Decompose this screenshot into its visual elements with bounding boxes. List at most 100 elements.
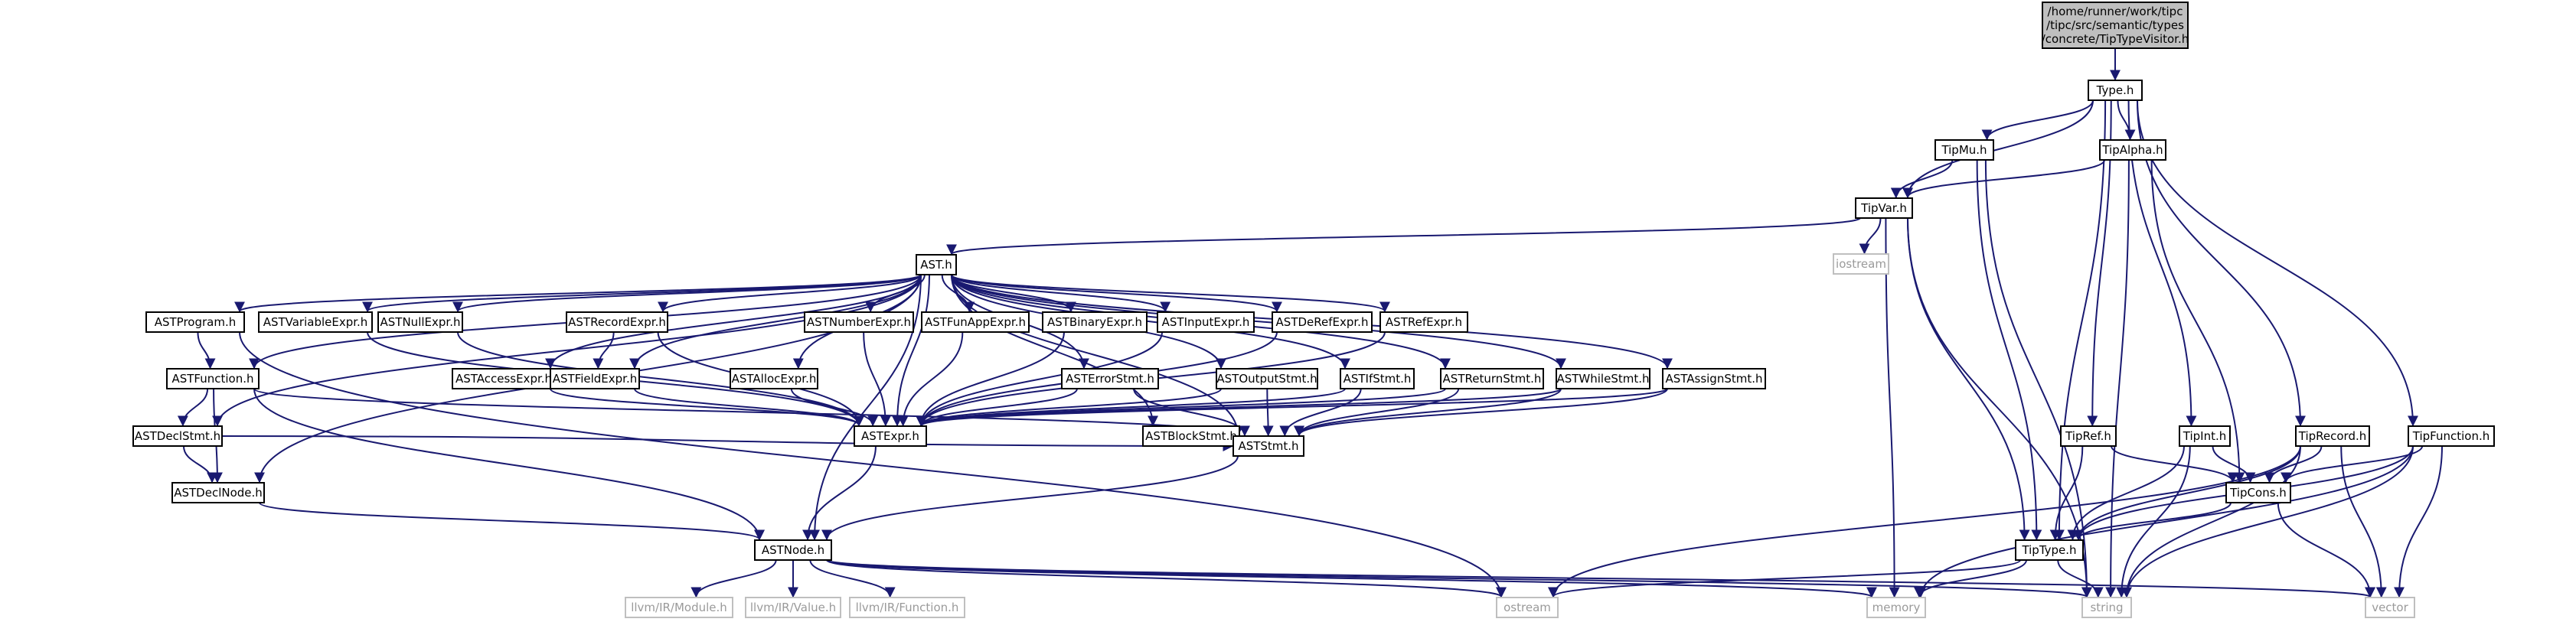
node-astnullexpr[interactable]: ASTNullExpr.h [377,311,463,333]
edge-astoutputstmt-to-aststmt [1262,388,1274,437]
node-astvariableexpr[interactable]: ASTVariableExpr.h [258,311,373,333]
node-ast[interactable]: AST.h [916,254,957,275]
node-astinputexpr-box [1157,311,1255,333]
node-astfunction[interactable]: ASTFunction.h [166,368,260,389]
node-tipcons[interactable]: TipCons.h [2225,482,2291,503]
node-astvariableexpr-box [258,311,373,333]
node-aststmt[interactable]: ASTStmt.h [1232,435,1304,457]
node-astinputexpr[interactable]: ASTInputExpr.h [1157,311,1255,333]
node-astderefexpr[interactable]: ASTDeRefExpr.h [1272,311,1373,333]
node-astbinaryexpr-label: ASTBinaryExpr.h [1047,315,1142,329]
node-llvmvalue-label: llvm/IR/Value.h [750,601,836,614]
node-astrefexpr-label: ASTRefExpr.h [1386,315,1462,329]
edge-astnode-to-llvmfunction [809,559,896,598]
node-astfunappexpr[interactable]: ASTFunAppExpr.h [921,311,1030,333]
node-astassignstmt-box [1662,368,1766,389]
node-astrecordexpr[interactable]: ASTRecordExpr.h [566,311,668,333]
node-tiptype[interactable]: TipType.h [2015,539,2084,561]
edge-ast-to-astrecordexpr [658,274,922,313]
node-tipfunction-box [2408,425,2495,447]
node-tiprecord-label: TipRecord.h [2298,429,2367,443]
edge-asterrorstmt-to-astexpr [916,388,1078,427]
edge-astwhilestmt-to-aststmt [1294,388,1562,437]
node-llvmvalue: llvm/IR/Value.h [745,597,841,618]
edge-astbinaryexpr-to-astexpr [916,331,1065,427]
node-astoutputstmt-box [1216,368,1318,389]
edge-ast-to-astnode [809,274,922,541]
node-astdeclstmt-box [132,425,223,447]
node-astprogram[interactable]: ASTProgram.h [145,311,245,333]
node-astnumberexpr[interactable]: ASTNumberExpr.h [804,311,914,333]
edge-tipfunction-to-tipcons [2281,445,2424,484]
edge-astassignstmt-to-astexpr [916,388,1668,427]
node-tipref[interactable]: TipRef.h [2060,425,2117,447]
node-astassignstmt[interactable]: ASTAssignStmt.h [1662,368,1766,389]
node-astexpr[interactable]: ASTExpr.h [854,425,927,447]
node-astwhilestmt[interactable]: ASTWhileStmt.h [1556,368,1650,389]
node-tipfunction[interactable]: TipFunction.h [2408,425,2495,447]
node-tipalpha[interactable]: TipAlpha.h [2099,139,2166,161]
node-astifstmt-box [1340,368,1415,389]
edge-tipint-to-tiptype [2067,445,2185,541]
node-astbinaryexpr[interactable]: ASTBinaryExpr.h [1042,311,1148,333]
node-tipint[interactable]: TipInt.h [2179,425,2231,447]
node-type[interactable]: Type.h [2088,80,2143,101]
node-astblockstmt[interactable]: ASTBlockStmt.h [1142,425,1240,447]
edge-tipalpha-to-tipcons [2150,159,2245,484]
node-tipcons-box [2225,482,2291,503]
node-iostream-label: iostream [1836,257,1886,271]
edge-tipfunction-to-string [2121,445,2414,598]
node-astnode-label: ASTNode.h [762,543,824,557]
node-astrefexpr[interactable]: ASTRefExpr.h [1379,311,1468,333]
edge-astnode-to-memory [826,559,1877,598]
node-astifstmt[interactable]: ASTIfStmt.h [1340,368,1415,389]
node-astdeclnode[interactable]: ASTDeclNode.h [171,482,265,503]
node-root[interactable]: /home/runner/work/tipc/tipc/src/semantic… [2042,2,2189,49]
node-astderefexpr-box [1272,311,1373,333]
edge-ast-to-astdeclstmt [212,274,922,427]
node-astnode-box [754,539,832,561]
edge-tipfunction-to-memory [1915,445,2414,598]
edge-tipint-to-tipcons [2212,445,2256,484]
node-astfieldexpr[interactable]: ASTFieldExpr.h [550,368,640,389]
node-llvmmodule-label: llvm/IR/Module.h [631,601,727,614]
edge-tipvar-to-memory [1885,217,1900,598]
edge-tipmu-to-tipvar [1890,159,1954,199]
node-tipvar[interactable]: TipVar.h [1855,197,1913,219]
node-tipcons-label: TipCons.h [2229,486,2287,500]
node-ast-box [916,254,957,275]
edge-astnode-to-vector [826,559,2375,598]
node-tipvar-box [1855,197,1913,219]
edge-astfieldexpr-to-astexpr [634,388,864,427]
node-astdeclstmt[interactable]: ASTDeclStmt.h [132,425,223,447]
node-aststmt-box [1232,435,1304,457]
node-astreturnstmt-box [1440,368,1544,389]
edge-astrecordexpr-to-astfieldexpr [593,331,615,370]
node-aststmt-label: ASTStmt.h [1238,439,1298,453]
edge-tiprecord-to-vector [2340,445,2387,598]
node-iostream: iostream [1833,253,1889,275]
node-asterrorstmt[interactable]: ASTErrorStmt.h [1061,368,1159,389]
edge-astfunction-to-astdeclstmt [177,388,209,427]
edge-ast-to-astblockstmt [951,274,1159,427]
edge-astnode-to-string [826,559,2092,598]
node-astnode[interactable]: ASTNode.h [754,539,832,561]
edge-tiprecord-to-ostream [1548,445,2301,598]
node-astprogram-label: ASTProgram.h [155,315,237,329]
node-astfunction-box [166,368,260,389]
node-asterrorstmt-label: ASTErrorStmt.h [1066,372,1154,386]
edge-tipmu-to-string [1984,159,2092,598]
node-tiprecord[interactable]: TipRecord.h [2295,425,2370,447]
node-astreturnstmt[interactable]: ASTReturnStmt.h [1440,368,1544,389]
edge-aststmt-to-astnode [821,455,1239,541]
node-astaccessexpr[interactable]: ASTAccessExpr.h [452,368,556,389]
node-astallocexpr[interactable]: ASTAllocExpr.h [730,368,818,389]
node-tipalpha-label: TipAlpha.h [2101,143,2163,157]
edge-tipfunction-to-vector [2394,445,2443,598]
node-tipmu[interactable]: TipMu.h [1934,139,1994,161]
node-ostream-box [1496,597,1559,618]
node-root-box [2042,2,2189,49]
edge-astinputexpr-to-astexpr [916,331,1163,427]
node-astoutputstmt[interactable]: ASTOutputStmt.h [1216,368,1318,389]
nodes: /home/runner/work/tipc/tipc/src/semantic… [132,2,2495,618]
